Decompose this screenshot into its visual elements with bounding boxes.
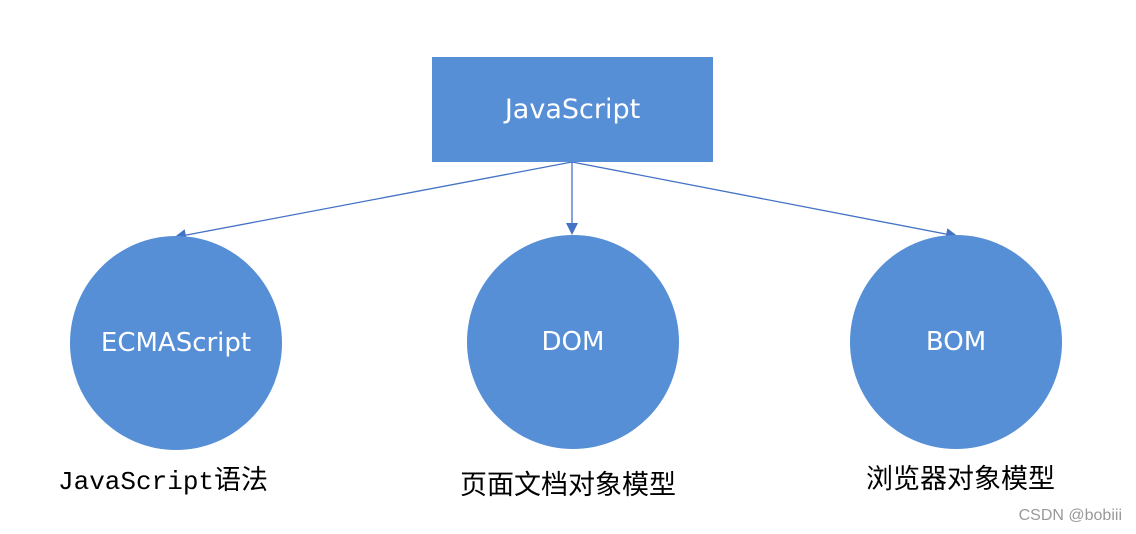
- ecmascript-node-label: ECMAScript: [100, 328, 252, 358]
- ecmascript-caption-text: 语法: [214, 465, 269, 496]
- javascript-root-node: JavaScript: [432, 57, 713, 162]
- root-node-label: JavaScript: [504, 94, 641, 125]
- bom-caption: 浏览器对象模型: [866, 464, 1055, 495]
- dom-node: DOM: [467, 235, 679, 449]
- dom-node-label: DOM: [541, 327, 605, 357]
- bom-node-label: BOM: [925, 327, 987, 357]
- arrow-to-bom: [571, 161, 958, 240]
- arrow-to-ecmascript: [174, 161, 573, 242]
- bom-node: BOM: [850, 235, 1062, 449]
- dom-caption: 页面文档对象模型: [460, 470, 676, 501]
- watermark: CSDN @bobiii: [1018, 507, 1122, 524]
- ecmascript-caption: JavaScript语法: [58, 458, 268, 497]
- ecmascript-caption-code: JavaScript: [58, 467, 215, 497]
- ecmascript-node: ECMAScript: [70, 236, 282, 450]
